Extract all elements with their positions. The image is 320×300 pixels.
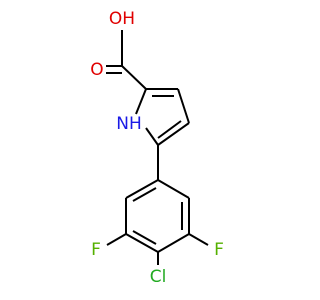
bond-ph3-ph4-inner xyxy=(132,230,157,245)
molecule-structure: OH O NH F F Cl xyxy=(90,9,224,287)
bond-c4-c5 xyxy=(157,122,190,146)
atom-label-chlorine: Cl xyxy=(150,267,167,287)
atom-label-hydroxyl: OH xyxy=(109,9,135,29)
bond-ph3-ph4 xyxy=(125,233,159,253)
atom-label-carbonyl-oxygen: O xyxy=(90,60,103,80)
bond-ph6-ph1 xyxy=(157,179,190,199)
bond-ph4-ph5 xyxy=(157,233,190,253)
atom-label-fluorine-right: F xyxy=(214,240,224,260)
molecule-canvas: OH O NH F F Cl xyxy=(90,9,224,287)
bond-n-c2 xyxy=(135,88,147,115)
atom-label-fluorine-left: F xyxy=(91,240,101,260)
atom-label-pyrrole-nh: NH xyxy=(116,114,142,134)
bond-ph3-f xyxy=(106,233,127,246)
bond-c5-c4-inner xyxy=(157,120,182,139)
bond-c5-n xyxy=(145,127,159,146)
bond-ph5-f xyxy=(188,233,209,246)
bond-ph1-ph2-inner xyxy=(132,187,157,202)
bond-ph1-ph2 xyxy=(125,179,159,199)
bond-carboxyl-pyrrole xyxy=(121,65,147,90)
bond-c3-c4 xyxy=(177,88,190,124)
